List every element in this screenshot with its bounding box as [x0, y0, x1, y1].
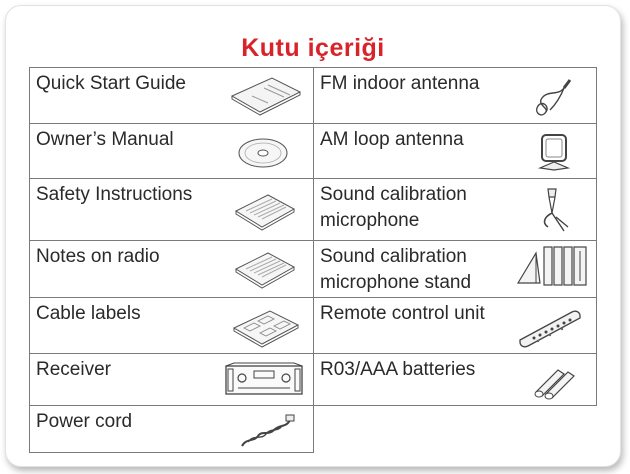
item-label: Remote control unit: [320, 303, 485, 324]
table-row: Owner’s Manual AM loop antenna: [29, 123, 597, 179]
item-am-loop-antenna: AM loop antenna: [313, 123, 597, 179]
item-safety-instructions: Safety Instructions: [29, 178, 314, 241]
box-contents-table: Quick Start Guide FM indoor antenna: [29, 67, 597, 453]
label-sheet-icon: [230, 306, 302, 350]
booklet-icon: [228, 74, 304, 118]
remote-control-icon: [514, 302, 584, 350]
item-label: FM indoor antenna: [320, 73, 480, 94]
item-label: Quick Start Guide: [36, 73, 186, 94]
item-label: Notes on radio: [36, 246, 160, 267]
item-label: R03/AAA batteries: [320, 359, 476, 380]
item-label: Cable labels: [36, 303, 141, 324]
receiver-icon: [224, 362, 304, 398]
item-cable-labels: Cable labels: [29, 297, 314, 354]
document-icon: [230, 189, 298, 233]
item-owners-manual: Owner’s Manual: [29, 123, 314, 179]
item-notes-on-radio: Notes on radio: [29, 240, 314, 298]
cd-rom-icon: [236, 136, 290, 170]
page-title: Kutu içeriği: [241, 34, 385, 62]
fm-antenna-icon: [528, 76, 578, 118]
item-label: Sound calibration microphone: [320, 184, 467, 231]
item-fm-indoor-antenna: FM indoor antenna: [313, 67, 597, 124]
item-label: Owner’s Manual: [36, 129, 174, 150]
table-row: Quick Start Guide FM indoor antenna: [29, 67, 597, 124]
item-label: Sound calibration microphone stand: [320, 246, 472, 293]
empty-cell: [313, 405, 597, 453]
item-power-cord: Power cord: [29, 405, 314, 453]
item-label: Power cord: [36, 411, 133, 432]
table-row: Notes on radio Sound calibration microph…: [29, 240, 597, 298]
item-label: AM loop antenna: [320, 129, 464, 150]
microphone-icon: [534, 187, 574, 233]
item-label: Safety Instructions: [36, 184, 193, 205]
item-r03-aaa-batteries: R03/AAA batteries: [313, 353, 597, 406]
item-receiver: Receiver: [29, 353, 314, 406]
contents-card: Kutu içeriği Quick Start Guide F: [5, 5, 621, 467]
item-sound-calibration-microphone-stand: Sound calibration microphone stand: [313, 240, 597, 298]
item-sound-calibration-microphone: Sound calibration microphone: [313, 178, 597, 241]
item-quick-start-guide: Quick Start Guide: [29, 67, 314, 124]
table-row: Receiver: [29, 353, 597, 406]
item-remote-control-unit: Remote control unit: [313, 297, 597, 354]
table-row: Power cord: [29, 405, 597, 453]
batteries-icon: [528, 362, 578, 400]
table-row: Safety Instructions Sound calibration mi…: [29, 178, 597, 241]
am-loop-antenna-icon: [536, 132, 572, 172]
document-icon: [230, 247, 298, 291]
power-cord-icon: [238, 412, 298, 450]
microphone-stand-icon: [514, 243, 592, 293]
table-row: Cable labels Remote control unit: [29, 297, 597, 354]
item-label: Receiver: [36, 359, 111, 380]
